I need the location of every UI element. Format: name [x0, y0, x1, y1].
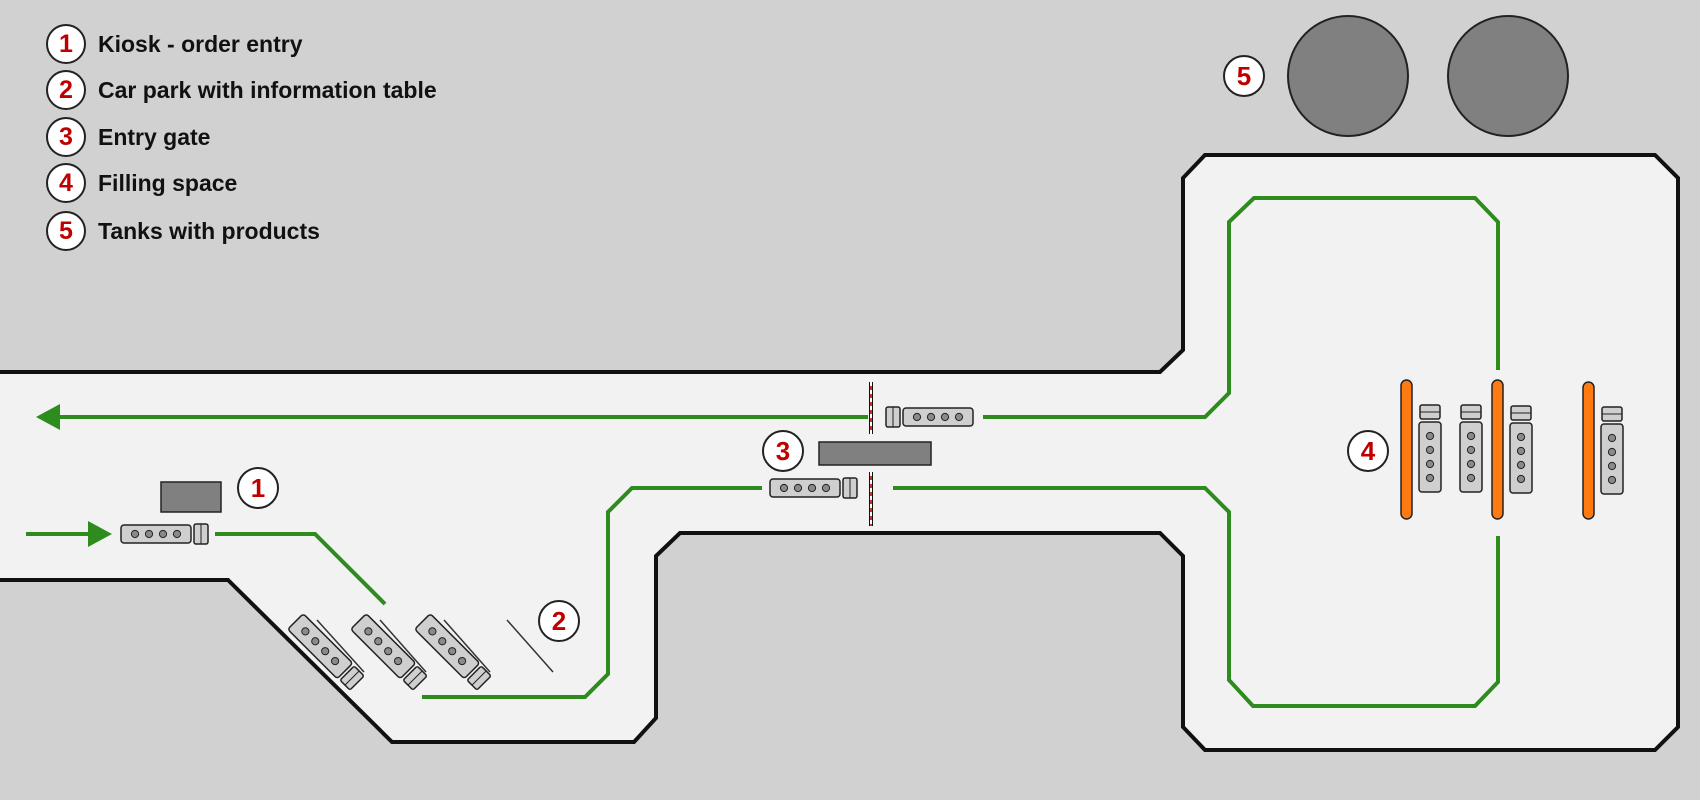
truck-icon	[120, 523, 209, 545]
truck-icon	[1509, 405, 1533, 494]
number-badge: 4	[1347, 430, 1389, 472]
legend-label: Car park with information table	[98, 76, 437, 103]
route-lines	[26, 196, 1500, 708]
gate-booth-icon	[818, 441, 932, 466]
legend-label: Entry gate	[98, 123, 211, 150]
number-badge: 5	[46, 211, 86, 251]
legend-item-tanks: 5 Tanks with products	[46, 209, 320, 253]
filling-point-icon	[1400, 379, 1413, 520]
marker-car-park: 2	[538, 600, 580, 642]
legend-item-filling-space: 4 Filling space	[46, 161, 237, 205]
number-badge: 3	[762, 430, 804, 472]
legend-label: Filling space	[98, 169, 238, 196]
truck-icon	[1418, 404, 1442, 493]
truck-icon	[769, 477, 858, 499]
truck-icon	[1600, 406, 1624, 495]
number-badge: 2	[46, 70, 86, 110]
number-badge: 2	[538, 600, 580, 642]
kiosk-icon	[160, 481, 222, 513]
tank-icon	[1447, 15, 1569, 137]
number-badge: 5	[1223, 55, 1265, 97]
truck-icon	[1459, 404, 1483, 493]
route-arrow-head-left	[36, 404, 60, 430]
road-edge-upper	[0, 153, 1680, 752]
filling-point-icon	[1491, 379, 1504, 520]
number-badge: 1	[46, 24, 86, 64]
legend-label: Tanks with products	[98, 217, 320, 244]
marker-tanks: 5	[1223, 55, 1265, 97]
legend-item-entry-gate: 3 Entry gate	[46, 115, 210, 159]
number-badge: 1	[237, 467, 279, 509]
legend-item-kiosk: 1 Kiosk - order entry	[46, 22, 303, 66]
marker-entry-gate: 3	[762, 430, 804, 472]
filling-point-icon	[1582, 381, 1595, 520]
marker-filling-space: 4	[1347, 430, 1389, 472]
tank-icon	[1287, 15, 1409, 137]
number-badge: 4	[46, 163, 86, 203]
legend-label: Kiosk - order entry	[98, 30, 303, 57]
parking-lines	[316, 619, 554, 673]
number-badge: 3	[46, 117, 86, 157]
truck-icon	[885, 406, 974, 428]
marker-kiosk: 1	[237, 467, 279, 509]
legend-item-car-park: 2 Car park with information table	[46, 68, 437, 112]
route-arrow-head-right	[88, 521, 112, 547]
